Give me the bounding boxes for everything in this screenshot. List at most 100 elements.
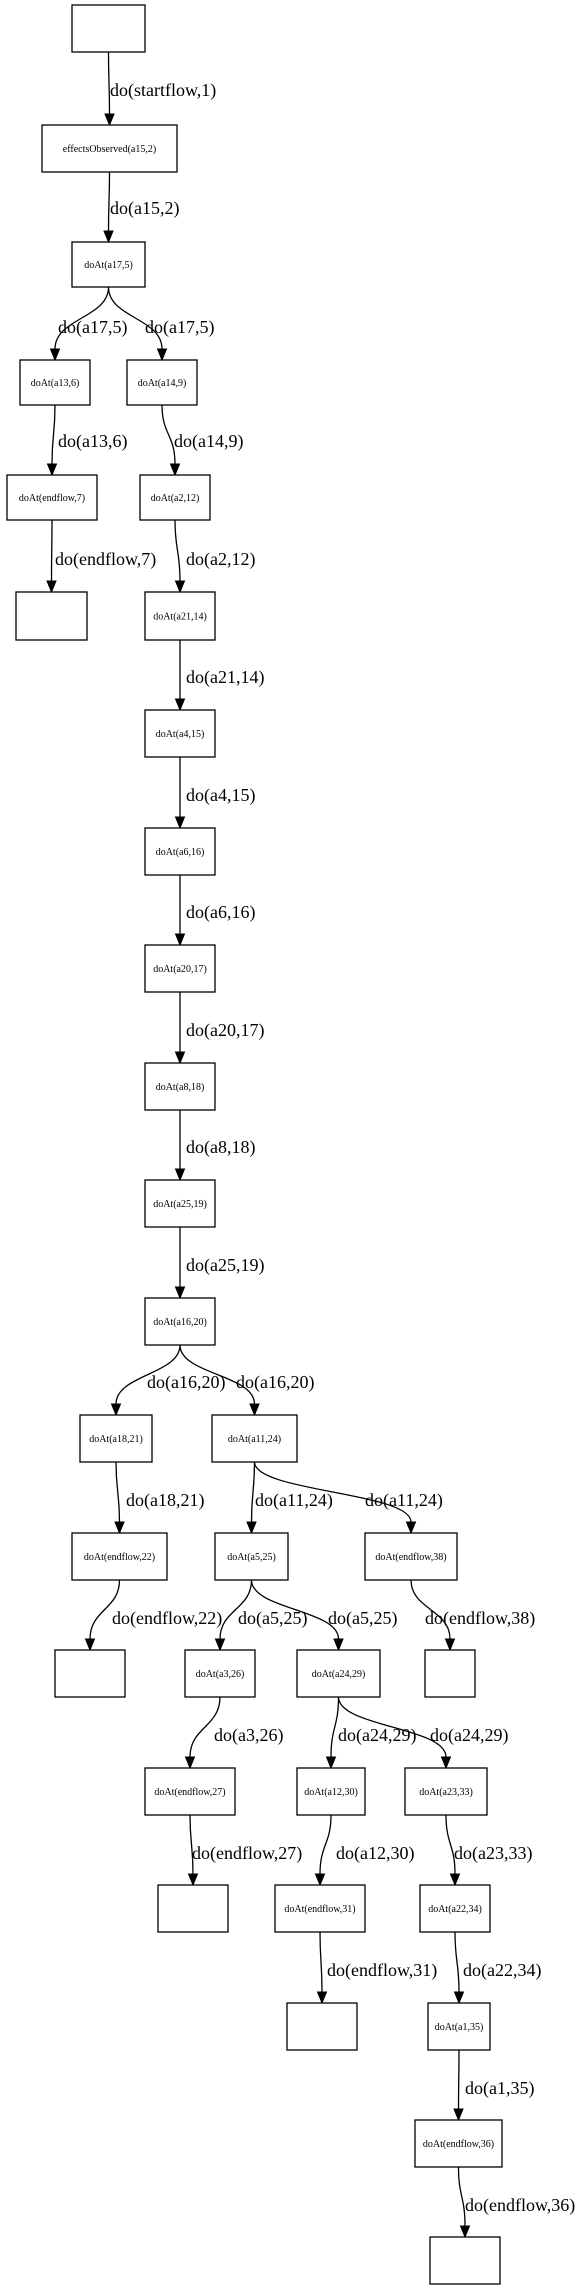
- state-node: effectsObserved(a15,2): [41, 124, 178, 173]
- state-node: doAt(a22,34): [419, 1884, 491, 1933]
- node-box: [144, 944, 216, 993]
- edge-label: do(a2,12): [186, 549, 255, 570]
- edge-label: do(a14,9): [174, 431, 243, 452]
- edge-label: do(a20,17): [186, 1020, 264, 1041]
- arrowhead: [174, 816, 186, 830]
- edge-label: do(a13,6): [58, 431, 127, 452]
- transition-edge: do(a1,35): [453, 2049, 534, 2122]
- arrowhead: [174, 580, 186, 594]
- node-label: doAt(a23,33): [419, 1787, 473, 1798]
- edge-line: [50, 519, 53, 582]
- arrowhead: [187, 1873, 199, 1887]
- state-node: doAt(endflow,22): [71, 1532, 168, 1581]
- state-node: doAt(endflow,38): [364, 1532, 458, 1581]
- edge-line: [319, 1814, 332, 1875]
- arrowhead: [174, 698, 186, 712]
- state-node: doAt(a4,15): [144, 709, 216, 758]
- state-node: doAt(a2,12): [139, 474, 211, 521]
- node-box: [139, 474, 211, 521]
- node-box: [126, 359, 198, 406]
- arrowhead: [84, 1638, 96, 1652]
- arrowhead: [440, 1756, 452, 1770]
- node-label: doAt(a1,35): [435, 2022, 484, 2033]
- node-box: [427, 2002, 491, 2051]
- node-box: [144, 1062, 216, 1111]
- node-box: [364, 1532, 458, 1581]
- terminal-node: [157, 1884, 229, 1933]
- edge-line: [457, 2166, 466, 2227]
- transition-edge: do(endflow,36): [457, 2166, 575, 2239]
- node-box: [144, 1179, 216, 1228]
- arrowhead: [156, 348, 168, 362]
- state-node: doAt(a13,6): [19, 359, 91, 406]
- nodes-layer: effectsObserved(a15,2)doAt(a17,5)doAt(a1…: [6, 4, 503, 2285]
- state-node: doAt(endflow,7): [6, 474, 98, 521]
- state-node: doAt(a3,26): [184, 1649, 256, 1698]
- arrowhead: [49, 348, 61, 362]
- arrowhead: [184, 1756, 196, 1770]
- terminal-node: [429, 2236, 501, 2285]
- transition-edge: do(a3,26): [184, 1696, 283, 1770]
- transition-edge: do(a11,24): [246, 1461, 333, 1535]
- state-node: doAt(a23,33): [404, 1767, 488, 1816]
- arrowhead: [246, 1521, 257, 1535]
- node-label: doAt(a13,6): [31, 378, 80, 389]
- arrowhead: [333, 1638, 344, 1652]
- transition-edge: do(a17,5): [49, 286, 127, 362]
- node-label: doAt(a5,25): [227, 1552, 276, 1563]
- node-label: doAt(a4,15): [156, 729, 205, 740]
- transition-edge: do(a11,24): [253, 1461, 443, 1535]
- edge-label: do(a25,19): [186, 1255, 264, 1276]
- transition-edge: do(a2,12): [174, 519, 255, 594]
- arrowhead: [214, 1638, 226, 1652]
- state-node: doAt(a5,25): [214, 1532, 289, 1581]
- node-label: doAt(endflow,31): [284, 1904, 355, 1915]
- edge-line: [107, 51, 111, 115]
- edge-line: [179, 1344, 256, 1405]
- edge-line: [445, 1814, 456, 1875]
- arrowhead: [459, 2225, 471, 2239]
- node-label: doAt(a11,24): [228, 1434, 281, 1445]
- node-box: [71, 1532, 168, 1581]
- transition-edge: do(endflow,38): [410, 1579, 535, 1652]
- node-box: [429, 2236, 501, 2285]
- transition-edge: do(a13,6): [46, 404, 127, 477]
- arrowhead: [46, 463, 58, 477]
- node-box: [144, 1297, 216, 1346]
- state-node: doAt(a14,9): [126, 359, 198, 406]
- edges-layer: do(startflow,1)do(a15,2)do(a17,5)do(a17,…: [46, 51, 575, 2239]
- edge-line: [174, 519, 181, 582]
- arrowhead: [46, 580, 57, 594]
- edge-line: [54, 286, 110, 350]
- arrowhead: [114, 1521, 125, 1535]
- arrowhead: [104, 113, 115, 127]
- node-box: [157, 1884, 229, 1933]
- state-node: doAt(a20,17): [144, 944, 216, 993]
- node-label: doAt(a6,16): [156, 847, 205, 858]
- transition-edge: do(endflow,31): [316, 1931, 437, 2005]
- edge-line: [454, 1931, 460, 1993]
- node-box: [41, 124, 178, 173]
- node-box: [71, 241, 146, 288]
- edge-label: do(endflow,38): [425, 1608, 535, 1629]
- state-node: doAt(a11,24): [211, 1414, 298, 1463]
- arrowhead: [314, 1873, 326, 1887]
- arrowhead: [174, 1286, 186, 1300]
- transition-edge: do(a6,16): [174, 875, 255, 947]
- node-label: doAt(a20,17): [153, 964, 207, 975]
- node-box: [19, 359, 91, 406]
- edge-label: do(a5,25): [238, 1608, 307, 1629]
- edge-line: [253, 1461, 412, 1523]
- edge-label: do(a24,29): [430, 1725, 508, 1746]
- transition-edge: do(a17,5): [107, 286, 214, 362]
- node-box: [144, 1767, 236, 1816]
- node-label: doAt(a2,12): [151, 493, 200, 504]
- node-label: doAt(endflow,38): [375, 1552, 446, 1563]
- edge-label: do(a21,14): [186, 667, 264, 688]
- edge-line: [250, 1461, 256, 1523]
- transition-edge: do(a5,25): [250, 1579, 397, 1652]
- edge-line: [250, 1579, 340, 1640]
- edge-label: do(a23,33): [454, 1843, 532, 1864]
- transition-edge: do(a16,20): [110, 1344, 225, 1417]
- node-label: doAt(a21,14): [153, 612, 207, 623]
